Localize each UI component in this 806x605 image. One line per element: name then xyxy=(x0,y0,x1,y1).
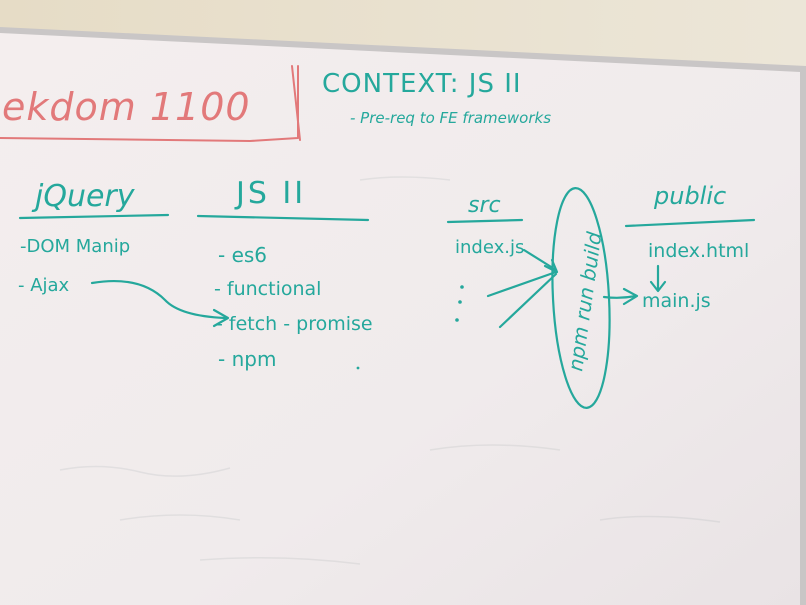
js2-item-functional: - functional xyxy=(214,278,321,300)
context-heading: CONTEXT: JS II xyxy=(322,69,522,99)
course-title: ekdom 1100 xyxy=(2,85,251,129)
more-files-dots xyxy=(455,285,464,322)
title-block: ekdom 1100 xyxy=(0,65,301,142)
jquery-item-ajax: - Ajax xyxy=(18,275,70,296)
ajax-to-fetch-arrow xyxy=(90,279,230,328)
public-underline xyxy=(624,218,756,228)
html-to-main-arrow xyxy=(649,264,667,293)
stray-mark xyxy=(356,366,360,370)
src-file: index.js xyxy=(455,237,524,258)
jquery-heading: jQuery xyxy=(31,179,136,214)
public-file-main: main.js xyxy=(642,290,711,312)
js2-item-es6: - es6 xyxy=(218,243,267,267)
public-file-html: index.html xyxy=(648,240,749,262)
jquery-column: jQuery -DOM Manip - Ajax xyxy=(18,179,170,296)
build-to-main-arrow xyxy=(602,287,639,306)
js2-underline xyxy=(196,214,370,222)
src-underline xyxy=(446,218,524,224)
js2-item-fetch: - fetch - promise xyxy=(216,313,373,335)
public-heading: public xyxy=(653,182,726,210)
jquery-item-dom: -DOM Manip xyxy=(20,236,130,257)
title-box-outline xyxy=(0,65,301,142)
ghost-marks xyxy=(59,176,721,565)
js2-item-npm: - npm xyxy=(218,347,276,371)
context-subnote: - Pre-req to FE frameworks xyxy=(350,109,551,127)
context-block: CONTEXT: JS II - Pre-req to FE framework… xyxy=(322,69,551,127)
jquery-underline xyxy=(18,213,170,220)
js2-column: JS II - es6 - functional - fetch - promi… xyxy=(196,176,373,371)
src-heading: src xyxy=(468,193,501,218)
js2-heading: JS II xyxy=(234,176,306,211)
src-to-build-arrows xyxy=(486,248,559,329)
whiteboard-surface xyxy=(0,33,800,605)
